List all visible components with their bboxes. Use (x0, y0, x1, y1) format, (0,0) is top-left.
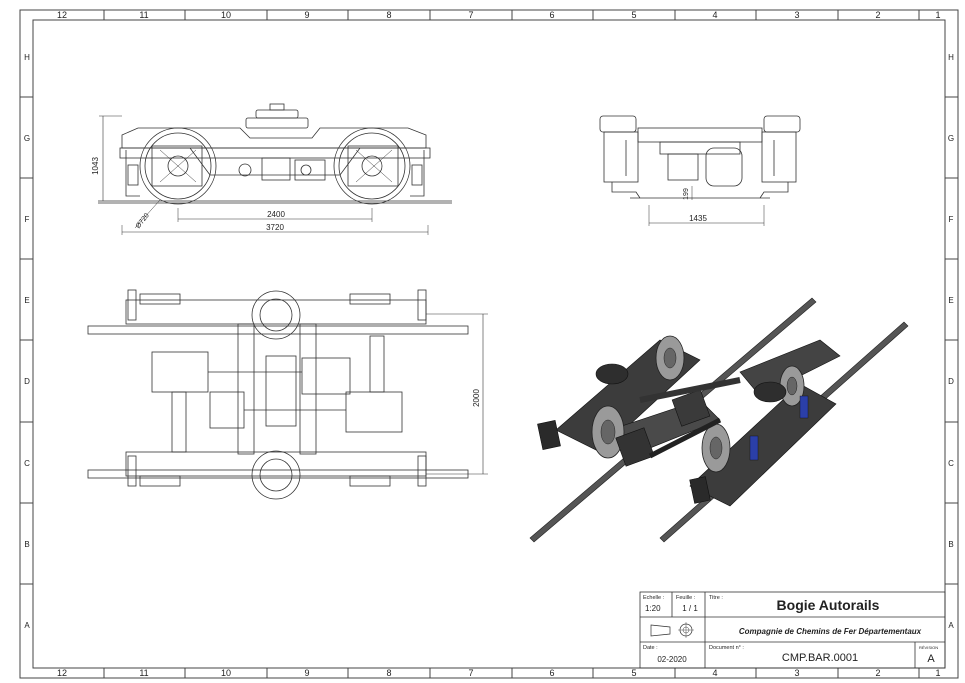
row-label-left: G (24, 134, 30, 143)
row-label-left: A (24, 621, 30, 630)
front-view (599, 115, 801, 226)
sheet-value: 1 / 1 (682, 604, 698, 613)
document-label: Document n° : (709, 645, 744, 651)
top-spring-upper (251, 290, 301, 340)
side-view (98, 103, 452, 235)
row-label-right: F (949, 215, 954, 224)
col-label-bottom: 9 (304, 668, 309, 678)
col-label-bottom: 4 (712, 668, 717, 678)
dim-gauge-label: 1435 (689, 214, 707, 223)
col-label-bottom: 1 (935, 668, 940, 678)
dim-wheel-diameter-label: Ø720 (135, 212, 151, 230)
side-wheel-right (333, 127, 411, 205)
projection-symbol (650, 624, 671, 637)
col-label-bottom: 6 (549, 668, 554, 678)
col-label-top: 9 (304, 10, 309, 20)
col-label-top: 6 (549, 10, 554, 20)
drawing-title: Bogie Autorails (777, 597, 880, 613)
blue-damper (799, 395, 809, 419)
top-spring-lower (251, 450, 301, 500)
col-label-top: 2 (875, 10, 880, 20)
date-label: Date : (643, 645, 658, 651)
top-view (87, 289, 488, 500)
dim-wheelbase-label: 2400 (267, 210, 285, 219)
col-label-top: 1 (935, 10, 940, 20)
col-label-bottom: 11 (139, 668, 148, 678)
document-number: CMP.BAR.0001 (782, 652, 858, 664)
col-label-bottom: 5 (631, 668, 636, 678)
col-label-bottom: 2 (875, 668, 880, 678)
row-label-left: H (24, 53, 30, 62)
row-label-right: C (948, 459, 954, 468)
row-label-right: A (948, 621, 954, 630)
dim-199-label: 199 (683, 188, 690, 200)
revision-value: A (927, 653, 935, 665)
col-label-bottom: 10 (221, 668, 231, 678)
col-label-top: 3 (794, 10, 799, 20)
col-label-bottom: 8 (386, 668, 391, 678)
row-label-left: E (24, 296, 29, 305)
row-label-right: E (948, 296, 953, 305)
dim-length-label: 3720 (266, 223, 284, 232)
scale-value: 1:20 (645, 604, 661, 613)
isometric-view (529, 297, 909, 543)
scale-label: Echelle : (643, 595, 665, 601)
row-label-right: B (948, 540, 953, 549)
row-label-left: C (24, 459, 30, 468)
col-label-top: 12 (57, 10, 67, 20)
col-label-top: 11 (139, 10, 148, 20)
dim-height-label: 1043 (91, 157, 100, 175)
date-value: 02-2020 (657, 655, 687, 664)
sheet-label: Feuille : (676, 595, 696, 601)
col-label-top: 10 (221, 10, 231, 20)
row-label-right: H (948, 53, 954, 62)
col-label-bottom: 7 (468, 668, 473, 678)
col-label-top: 8 (386, 10, 391, 20)
col-label-bottom: 12 (57, 668, 67, 678)
row-label-left: B (24, 540, 29, 549)
side-wheel-left (139, 127, 217, 205)
col-label-bottom: 3 (794, 668, 799, 678)
col-label-top: 5 (631, 10, 636, 20)
col-label-top: 7 (468, 10, 473, 20)
company-name: Compagnie de Chemins de Fer Départementa… (739, 627, 922, 636)
row-ticks (20, 96, 958, 585)
row-label-right: D (948, 377, 954, 386)
blue-damper (749, 435, 759, 461)
row-label-right: G (948, 134, 954, 143)
column-ticks (103, 10, 920, 678)
row-label-left: D (24, 377, 30, 386)
dim-width-label: 2000 (472, 389, 481, 407)
title-block (639, 591, 946, 669)
row-label-left: F (25, 215, 30, 224)
col-label-top: 4 (712, 10, 717, 20)
revision-label: RÉVISION (919, 645, 938, 650)
inner-frame (32, 19, 946, 669)
outer-frame (19, 9, 959, 679)
title-label: Titre : (709, 595, 723, 601)
